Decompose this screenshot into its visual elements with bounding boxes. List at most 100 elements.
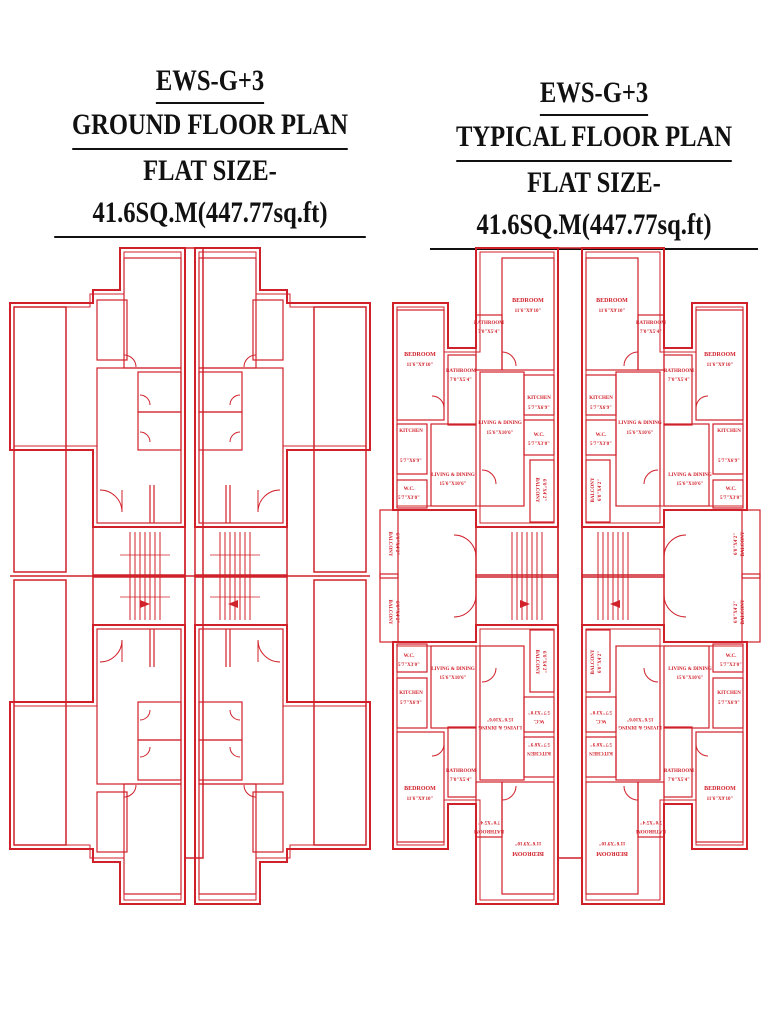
ground-floor-title-block: EWS-G+3 GROUND FLOOR PLAN FLAT SIZE-41.6… bbox=[20, 62, 400, 238]
label-living-dining-size: 15'6"X10'6" bbox=[487, 431, 514, 436]
label-wc-size: 5'7"X3'0" bbox=[590, 442, 612, 447]
label-bedroom-size: 11'6"X9'10" bbox=[707, 797, 734, 802]
typical-floor-title-block: EWS-G+3 TYPICAL FLOOR PLAN FLAT SIZE-41.… bbox=[394, 74, 768, 250]
label-bedroom: BEDROOM bbox=[596, 850, 628, 856]
label-kitchen-size: 5'7"X6'9" bbox=[590, 741, 612, 746]
label-living-dining-size: 15'6"X10'6" bbox=[626, 716, 653, 721]
label-kitchen: KITCHEN bbox=[589, 396, 613, 401]
label-kitchen-size: 5'7"X6'9" bbox=[590, 406, 612, 411]
label-bathroom: BATHROOM bbox=[446, 769, 476, 774]
label-bathroom-size: 7'0"X5'4" bbox=[668, 378, 690, 383]
label-living-dining: LIVING & DINING bbox=[478, 724, 522, 729]
label-living-dining-size: 15'6"X10'6" bbox=[627, 431, 654, 436]
label-balcony-size: 6'0"X4'2" bbox=[598, 651, 603, 673]
label-kitchen-size: 5'7"X6'9" bbox=[528, 741, 550, 746]
label-wc-size: 5'7"X3'0" bbox=[590, 709, 612, 714]
label-living-dining-size: 15'6"X10'6" bbox=[440, 676, 467, 681]
label-bedroom: BEDROOM bbox=[512, 298, 544, 304]
label-balcony: BALCONY bbox=[387, 599, 392, 624]
label-wc: W.C. bbox=[533, 718, 544, 723]
label-balcony-size: 6'0"X4'2" bbox=[541, 479, 546, 501]
label-bedroom-size: 11'6"X9'10" bbox=[407, 363, 434, 368]
label-living-dining: LIVING & DINING bbox=[431, 667, 475, 672]
label-kitchen: KITCHEN bbox=[399, 691, 423, 696]
label-bathroom-size: 7'0"X5'4" bbox=[640, 330, 662, 335]
label-bedroom: BEDROOM bbox=[512, 850, 544, 856]
label-balcony: BALCONY bbox=[591, 649, 596, 674]
label-living-dining: LIVING & DINING bbox=[668, 473, 712, 478]
label-balcony: BALCONY bbox=[591, 477, 596, 502]
label-wc: W.C. bbox=[596, 433, 607, 438]
label-living-dining: LIVING & DINING bbox=[618, 421, 662, 426]
label-kitchen: KITCHEN bbox=[527, 396, 551, 401]
label-balcony-size: 6'0"X4'2" bbox=[394, 533, 399, 555]
label-wc-size: 5'7"X3'0" bbox=[528, 709, 550, 714]
label-living-dining-size: 15'6"X10'6" bbox=[486, 716, 513, 721]
label-living-dining-size: 15'6"X10'6" bbox=[677, 676, 704, 681]
ground-floor-plan bbox=[9, 247, 371, 905]
label-wc: W.C. bbox=[726, 654, 737, 659]
label-bathroom: BATHROOM bbox=[474, 321, 504, 326]
label-bathroom-size: 7'0"X5'4" bbox=[450, 778, 472, 783]
label-bathroom-size: 7'0"X5'4" bbox=[668, 778, 690, 783]
label-bathroom: BATHROOM bbox=[446, 369, 476, 374]
label-bedroom-size: 11'6"X9'10" bbox=[707, 363, 734, 368]
label-wc-size: 5'7"X3'0" bbox=[398, 663, 420, 668]
label-kitchen-size: 5'7"X6'9" bbox=[400, 701, 422, 706]
label-wc: W.C. bbox=[404, 654, 415, 659]
label-kitchen-size: 5'7"X6'9" bbox=[400, 459, 422, 464]
ground-floor-project-title: EWS-G+3 bbox=[155, 62, 265, 104]
typical-floor-plan-title: TYPICAL FLOOR PLAN bbox=[455, 116, 733, 162]
label-living-dining-size: 15'6"X10'6" bbox=[677, 482, 704, 487]
label-wc: W.C. bbox=[726, 487, 737, 492]
typical-floor-flat-size: FLAT SIZE-41.6SQ.M(447.77sq.ft) bbox=[430, 162, 758, 250]
label-kitchen-size: 5'7"X6'9" bbox=[718, 701, 740, 706]
label-kitchen: KITCHEN bbox=[717, 429, 741, 434]
label-balcony: BALCONY bbox=[534, 477, 539, 502]
label-bedroom: BEDROOM bbox=[404, 786, 436, 792]
label-kitchen: KITCHEN bbox=[589, 750, 613, 755]
label-bedroom: BEDROOM bbox=[704, 352, 736, 358]
label-bathroom-size: 7'0"X5'4" bbox=[640, 819, 662, 824]
label-kitchen-size: 5'7"X6'9" bbox=[718, 459, 740, 464]
label-bathroom: BATHROOM bbox=[636, 828, 666, 833]
label-balcony: BALCONY bbox=[741, 531, 746, 556]
label-balcony-size: 6'0"X4'2" bbox=[541, 651, 546, 673]
label-bedroom-size: 11'6"X9'10" bbox=[599, 309, 626, 314]
label-living-dining: LIVING & DINING bbox=[618, 724, 662, 729]
label-bathroom: BATHROOM bbox=[664, 769, 694, 774]
label-bedroom-size: 11'6"X9'10" bbox=[515, 309, 542, 314]
label-bathroom-size: 7'0"X5'4" bbox=[450, 378, 472, 383]
label-bathroom: BATHROOM bbox=[664, 369, 694, 374]
label-bedroom: BEDROOM bbox=[704, 786, 736, 792]
label-balcony: BALCONY bbox=[387, 531, 392, 556]
ground-floor-flat-size: FLAT SIZE-41.6SQ.M(447.77sq.ft) bbox=[54, 150, 366, 238]
label-wc-size: 5'7"X3'0" bbox=[720, 496, 742, 501]
label-bedroom: BEDROOM bbox=[596, 298, 628, 304]
label-living-dining: LIVING & DINING bbox=[668, 667, 712, 672]
label-wc-size: 5'7"X3'0" bbox=[528, 442, 550, 447]
label-bathroom-size: 7'0"X5'4" bbox=[478, 330, 500, 335]
room-labels-upper-right: BEDROOM 11'6"X9'10" BATHROOM 7'0"X5'4" B… bbox=[534, 298, 746, 557]
label-bathroom: BATHROOM bbox=[636, 321, 666, 326]
ground-floor-plan-title: GROUND FLOOR PLAN bbox=[71, 104, 349, 150]
label-kitchen-size: 5'7"X6'9" bbox=[528, 406, 550, 411]
label-kitchen: KITCHEN bbox=[717, 691, 741, 696]
label-wc: W.C. bbox=[534, 433, 545, 438]
label-wc-size: 5'7"X3'0" bbox=[720, 663, 742, 668]
label-wc: W.C. bbox=[595, 718, 606, 723]
label-bedroom-size: 11'6"X9'10" bbox=[598, 840, 625, 845]
label-wc: W.C. bbox=[404, 487, 415, 492]
label-wc-size: 5'7"X3'0" bbox=[398, 496, 420, 501]
label-balcony-size: 6'0"X4'2" bbox=[734, 533, 739, 555]
label-bedroom: BEDROOM bbox=[404, 352, 436, 358]
label-living-dining-size: 15'6"X10'6" bbox=[440, 482, 467, 487]
label-kitchen: KITCHEN bbox=[527, 750, 551, 755]
typical-floor-project-title: EWS-G+3 bbox=[539, 74, 649, 116]
label-bathroom-size: 7'0"X5'4" bbox=[478, 819, 500, 824]
label-balcony-size: 6'0"X4'2" bbox=[598, 479, 603, 501]
label-balcony-size: 6'0"X4'2" bbox=[734, 601, 739, 623]
label-bedroom-size: 11'6"X9'10" bbox=[407, 797, 434, 802]
label-balcony: BALCONY bbox=[741, 599, 746, 624]
